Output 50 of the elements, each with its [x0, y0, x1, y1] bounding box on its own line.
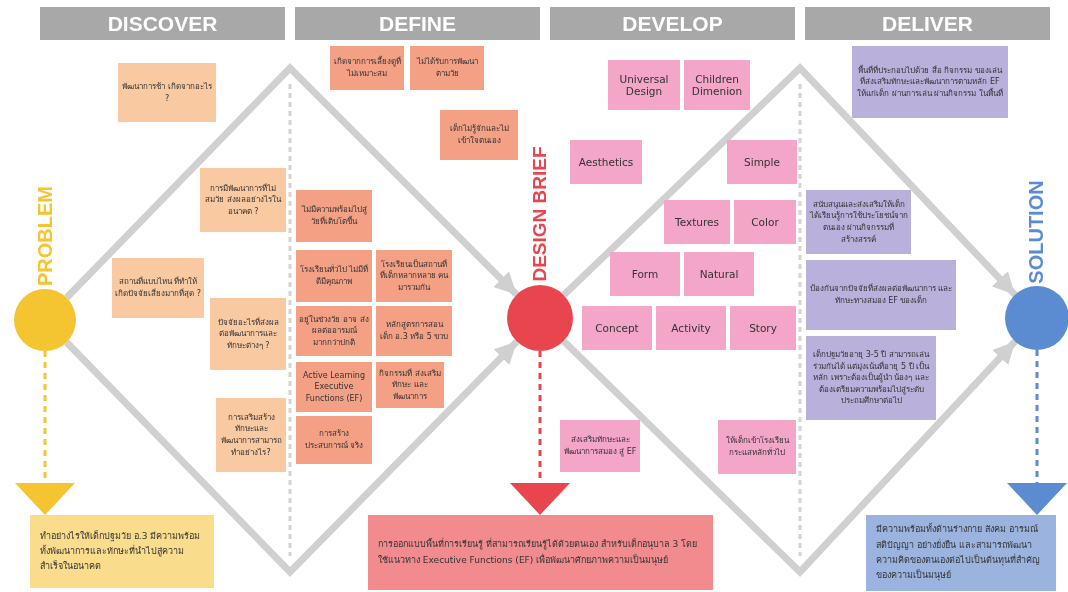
- note-box: Active Learning Executive Functions (EF): [296, 362, 372, 412]
- keyword-box: Simple: [727, 140, 797, 184]
- stage-label: DESIGN BRIEF: [529, 146, 551, 282]
- note-box: เด็กไม่รู้จักและไม่เข้าใจตนเอง: [440, 110, 518, 160]
- note-box: โรงเรียนทั่วไป ไม่มีที่ดีมีคุณภาพ: [296, 250, 372, 302]
- header-band: DELIVER: [805, 7, 1050, 40]
- note-box: พื้นที่ที่ประกอบไปด้วย สื่อ กิจกรรม ของเล่น ที่ส่งเสริมทักษะและพัฒนาการตามหลัก EF ให้แก่เด็ก ผ่านการเล่น ผ่านกิจกรรม ในพื้นที่: [852, 46, 1008, 118]
- keyword-box: Color: [734, 200, 796, 244]
- summary-box: ทำอย่างไรให้เด็กปฐมวัย อ.3 มีความพร้อมทั้งพัฒนาการและทักษะที่นำไปสู่ความสำเร็จในอนาคต: [30, 515, 214, 588]
- stage-label: SOLUTION: [1024, 180, 1048, 284]
- keyword-box: Aesthetics: [570, 140, 642, 184]
- note-box: ไม่ได้รับการพัฒนาตามวัย: [410, 46, 484, 90]
- arrow: [15, 351, 75, 515]
- note-box: กิจกรรมที่ ส่งเสริมทักษะ และพัฒนาการ: [376, 362, 444, 408]
- note-box: สถานที่แบบไหน ที่ทำให้เกิดปัจจัยเสี่ยงมากที่สุด ?: [112, 258, 204, 318]
- keyword-box: Natural: [684, 252, 754, 296]
- note-box: ให้เด็กเข้าโรงเรียน กระแสหลักทั่วไป: [718, 420, 796, 474]
- header-band: DEFINE: [295, 7, 540, 40]
- note-box: พัฒนาการช้า เกิดจากอะไร ?: [118, 63, 216, 122]
- keyword-box: Story: [730, 306, 796, 350]
- note-box: ป้องกันจากปัจจัยที่ส่งผลต่อพัฒนาการ และทักษะทางสมอง EF ของเด็ก: [806, 260, 956, 330]
- keyword-box: Universal Design: [608, 60, 680, 110]
- keyword-box: Activity: [656, 306, 726, 350]
- arrow: [510, 351, 570, 515]
- keyword-box: Children Dimenion: [684, 60, 750, 110]
- arrow: [561, 338, 1018, 577]
- arrow: [1007, 350, 1067, 515]
- arrow: [64, 63, 520, 301]
- summary-box: การออกแบบพื้นที่การเรียนรู้ ที่สามารถเรียนรู้ได้ด้วยตนเอง สำหรับเด็กอนุบาล 3 โดยใช้แนวทาง Executive Functions (EF) เพื่อพัฒนาศักยภาพความเป็นมนุษย์: [368, 515, 713, 590]
- note-box: การสร้าง ประสบการณ์ จริง: [296, 416, 372, 464]
- keyword-box: Concept: [582, 306, 652, 350]
- note-box: โรงเรียนเป็นสถานที่ ที่เด็กหลากหลาย คนมารวมกัน: [376, 250, 452, 302]
- note-box: ส่งเสริมทักษะและพัฒนาการสมอง สู่ EF: [560, 420, 640, 472]
- note-box: ไม่มีความพร้อมไปสู่วัยที่เติบโตขึ้น: [296, 190, 372, 242]
- arrow: [561, 63, 1018, 298]
- keyword-box: Textures: [664, 200, 730, 244]
- note-box: อยู่ในช่วงวัย อาจ ส่งผลต่ออารมณ์ มากกว่าปกติ: [296, 306, 372, 356]
- header-band: DISCOVER: [40, 7, 285, 40]
- note-box: ปัจจัยอะไรที่ส่งผลต่อพัฒนาการและทักษะต่างๆ ?: [210, 298, 286, 370]
- summary-box: มีความพร้อมทั้งด้านร่างกาย สังคม อารมณ์ สติปัญญา อย่างยั่งยืน และสามารถพัฒนาความคิดของตนเองต่อไปเป็นต้นทุนที่สำคัญของความเป็นมนุษย์: [866, 515, 1056, 591]
- note-box: หลักสูตรการสอน เด็ก อ.3 หรือ 5 ขวบ: [376, 306, 452, 356]
- note-box: เด็กปฐมวัยอายุ 3-5 ปี สามารถเล่นร่วมกันได้ แต่มุ่งเน้นที่อายุ 5 ปี เป็นหลัก เพราะต้องเป็นผู้นำ น้องๆ และต้องเตรียมความพร้อมไปสู่ระดับประถมศึกษาต่อไป: [806, 336, 936, 420]
- stage-label: PROBLEM: [33, 186, 57, 286]
- arrow: [64, 339, 520, 577]
- header-band: DEVELOP: [550, 7, 795, 40]
- note-box: สนับสนุนและส่งเสริมให้เด็กได้เรียนรู้การใช้ประโยชน์จากตนเอง ผ่านกิจกรรมที่สร้างสรรค์: [806, 190, 911, 254]
- keyword-box: Form: [610, 252, 680, 296]
- note-box: การมีพัฒนาการที่ไม่สมวัย ส่งผลอย่างไรในอนาคต ?: [200, 168, 286, 232]
- note-box: การเสริมสร้างทักษะและพัฒนาการสามารถทำอย่างไร?: [216, 398, 286, 472]
- note-box: เกิดจากการเลี้ยงดูที่ไม่เหมาะสม: [330, 46, 404, 90]
